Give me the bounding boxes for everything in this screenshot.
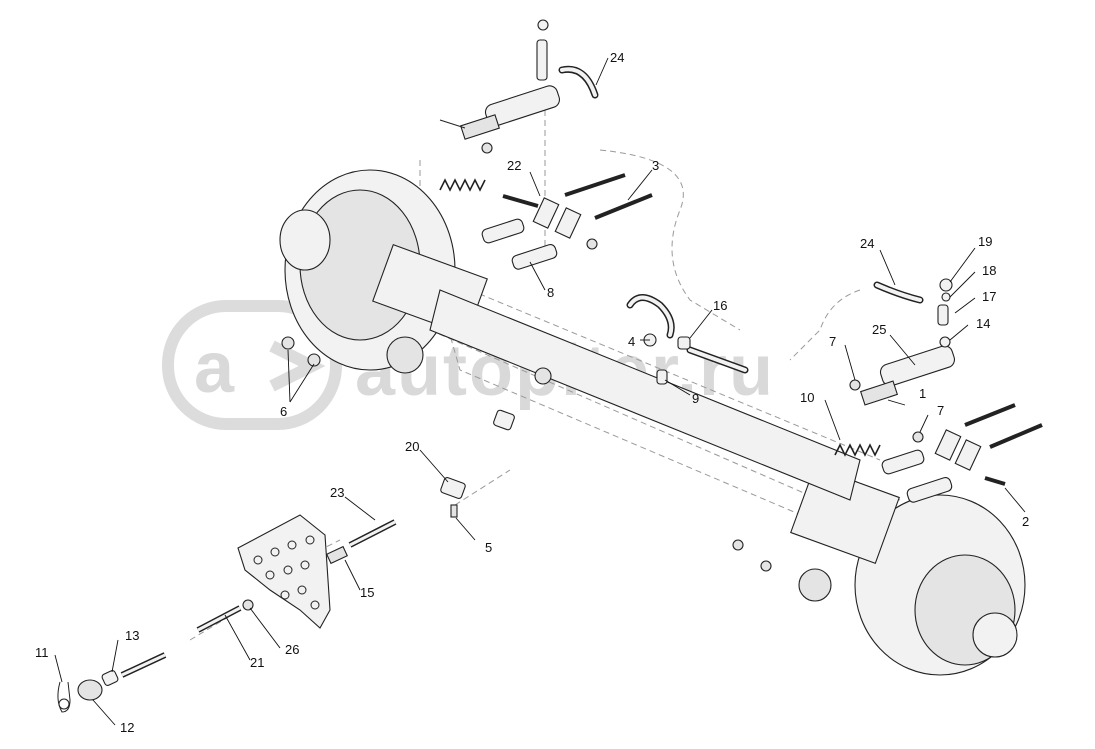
- callout-2: 2: [1022, 514, 1029, 529]
- callout-15: 15: [360, 585, 374, 600]
- callout-24-right: 24: [860, 236, 874, 251]
- watermark-frame: [162, 300, 342, 430]
- callout-14: 14: [976, 316, 990, 331]
- left-bracket-assembly: [481, 173, 653, 270]
- callout-22: 22: [507, 158, 521, 173]
- leader-lines: [54, 57, 1026, 726]
- callout-18: 18: [982, 263, 996, 278]
- callout-7-upper: 7: [829, 334, 836, 349]
- callout-19: 19: [978, 234, 992, 249]
- callout-23: 23: [330, 485, 344, 500]
- callout-17: 17: [982, 289, 996, 304]
- callout-20: 20: [405, 439, 419, 454]
- callout-5: 5: [485, 540, 492, 555]
- callout-labels: 24 22 3 8 24 19 18 17 14 25 7 16 4 9 10 …: [35, 50, 1029, 735]
- callout-9: 9: [692, 391, 699, 406]
- callout-24-top: 24: [610, 50, 624, 65]
- callout-25: 25: [872, 322, 886, 337]
- mounting-plate-assembly: [57, 514, 397, 713]
- callout-7-lower: 7: [937, 403, 944, 418]
- callout-26: 26: [285, 642, 299, 657]
- watermark-chevron: [269, 340, 326, 392]
- top-cylinder-assembly: [439, 19, 599, 192]
- callout-6: 6: [280, 404, 287, 419]
- callout-3: 3: [652, 158, 659, 173]
- callout-11: 11: [35, 645, 49, 660]
- callout-21: 21: [250, 655, 264, 670]
- watermark-symbol: a: [194, 328, 236, 408]
- small-fasteners: [281, 336, 552, 518]
- callout-1: 1: [919, 386, 926, 401]
- callout-4: 4: [628, 334, 635, 349]
- callout-13: 13: [125, 628, 139, 643]
- axle-beam: [429, 289, 861, 501]
- right-brake-drum: [790, 466, 1026, 676]
- callout-8: 8: [547, 285, 554, 300]
- callout-12: 12: [120, 720, 134, 735]
- callout-16: 16: [713, 298, 727, 313]
- callout-10: 10: [800, 390, 814, 405]
- right-cylinder-assembly: [732, 278, 1043, 572]
